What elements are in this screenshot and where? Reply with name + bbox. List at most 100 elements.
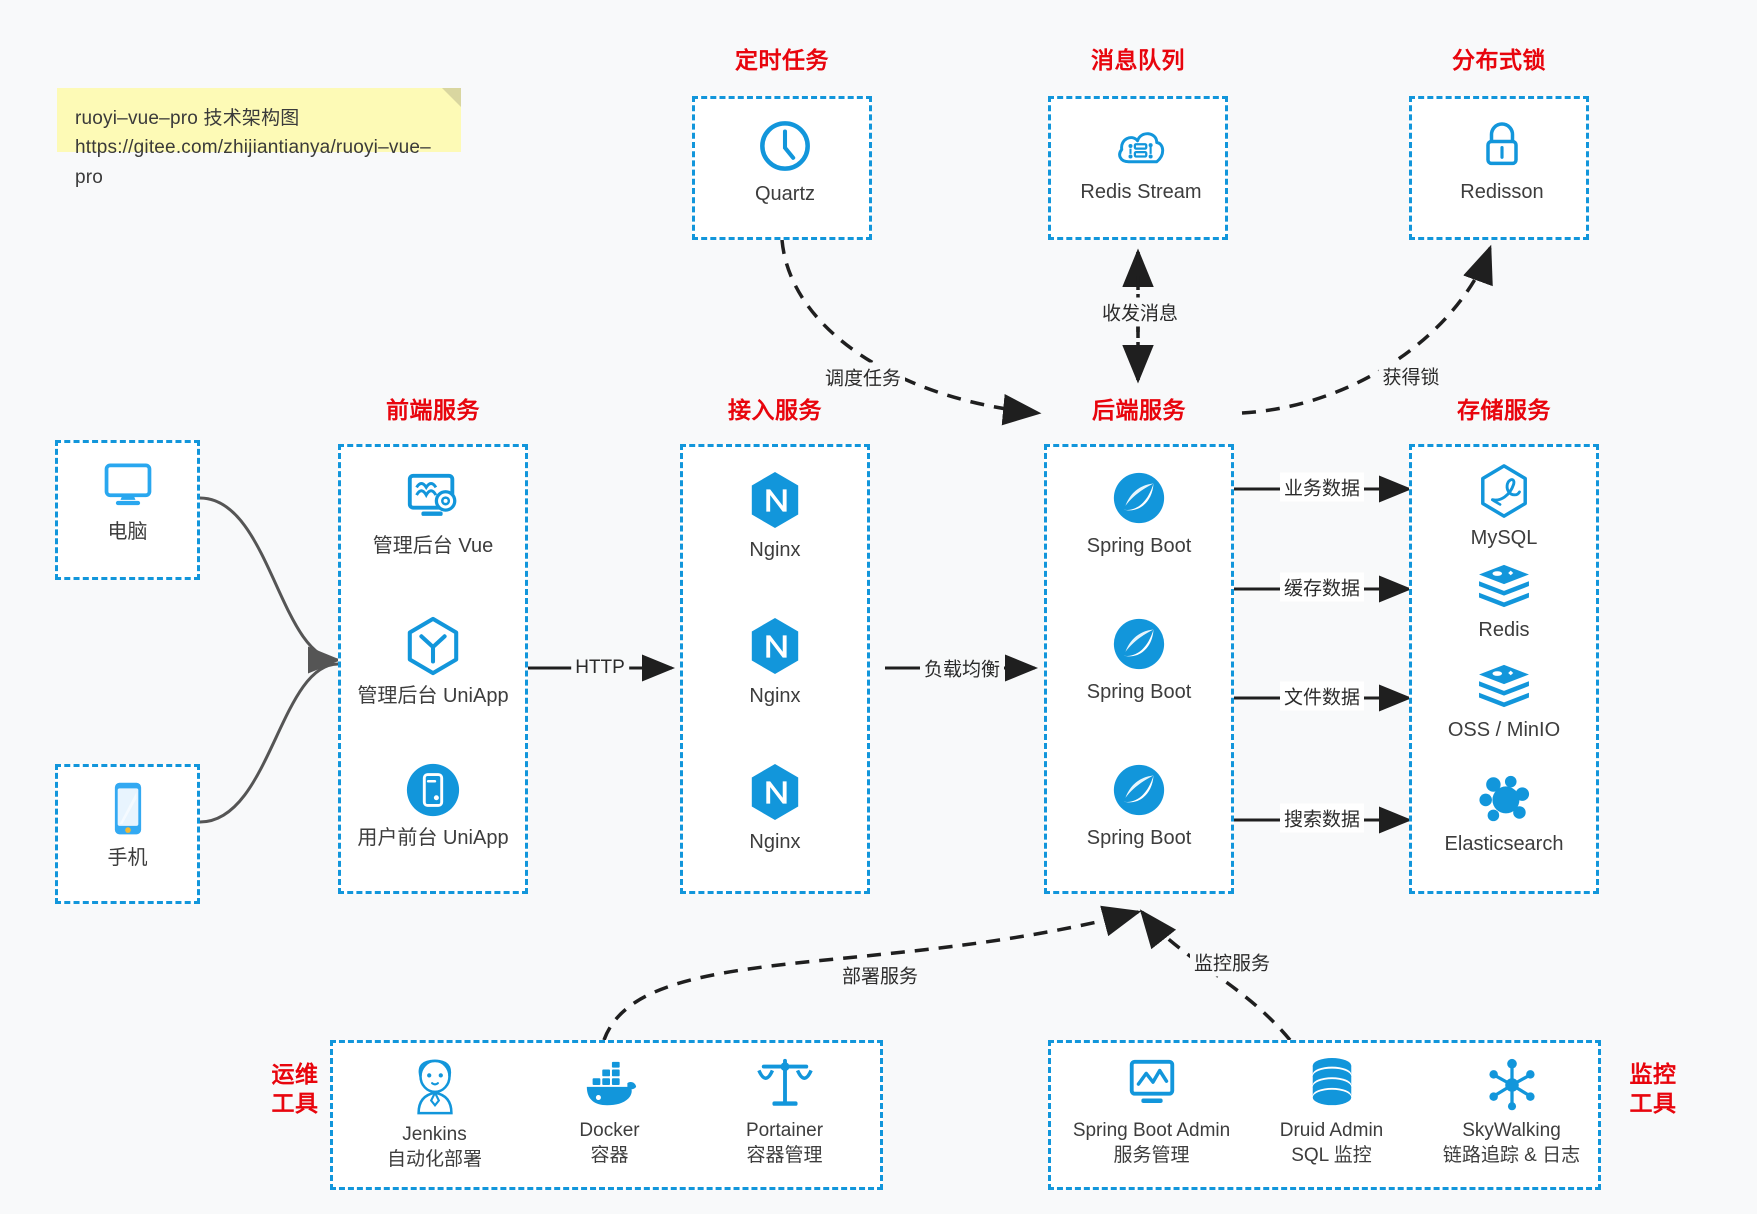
spring-boot-icon <box>1113 618 1165 670</box>
node-desc: 容器 <box>590 1144 629 1166</box>
node-spring-boot-1[interactable]: Spring Boot <box>1047 469 1231 559</box>
clock-icon <box>760 121 810 171</box>
node-label: Nginx <box>749 831 801 853</box>
node-spring-boot-2[interactable]: Spring Boot <box>1047 615 1231 705</box>
object-storage-icon <box>1479 664 1529 708</box>
node-redisson[interactable]: Redisson <box>1412 117 1592 205</box>
node-label: Nginx <box>749 685 801 707</box>
group-title-backend: 后端服务 <box>1092 397 1186 423</box>
node-desc: 链路追踪 & 日志 <box>1442 1144 1581 1166</box>
node-label: Redis <box>1478 619 1530 641</box>
node-admin-vue[interactable]: 管理后台 Vue <box>341 469 525 559</box>
node-portainer[interactable]: Portainer 容器管理 <box>697 1055 872 1168</box>
node-title: Druid Admin <box>1279 1120 1384 1141</box>
edge-label-business-data: 业务数据 <box>1279 472 1365 502</box>
monitor-chart-icon <box>1129 1059 1174 1103</box>
node-elasticsearch[interactable]: Elasticsearch <box>1412 771 1596 857</box>
desktop-computer-icon <box>104 463 151 506</box>
spring-boot-icon <box>1113 764 1165 816</box>
diagram-note: ruoyi–vue–pro 技术架构图 https://gitee.com/zh… <box>57 88 461 188</box>
node-title: Portainer <box>745 1120 824 1141</box>
node-jenkins[interactable]: Jenkins 自动化部署 <box>347 1057 522 1172</box>
node-nginx-2[interactable]: Nginx <box>683 615 867 709</box>
node-spring-boot-3[interactable]: Spring Boot <box>1047 761 1231 851</box>
edge-label-search-data: 搜索数据 <box>1279 803 1365 833</box>
group-box-frontend: 管理后台 Vue 管理后台 UniApp 用户前台 UniApp <box>338 444 528 894</box>
node-label: 用户前台 UniApp <box>357 827 509 849</box>
node-label: 手机 <box>107 847 148 869</box>
mobile-phone-icon <box>114 782 141 835</box>
group-title-gateway: 接入服务 <box>728 397 822 423</box>
group-title-lock: 分布式锁 <box>1452 47 1546 73</box>
group-title-mq: 消息队列 <box>1091 47 1185 73</box>
node-label: 电脑 <box>107 521 148 543</box>
node-mysql[interactable]: MySQL <box>1412 463 1596 551</box>
node-quartz[interactable]: Quartz <box>695 117 875 207</box>
group-box-scheduler: Quartz <box>692 96 872 240</box>
edge-label-deploy-service: 部署服务 <box>837 960 923 990</box>
group-box-backend: Spring Boot Spring Boot Spring Boot <box>1044 444 1234 894</box>
node-phone[interactable]: 手机 <box>58 779 197 871</box>
node-oss-minio[interactable]: OSS / MinIO <box>1412 663 1596 743</box>
group-title-devops: 运维 工具 <box>271 1061 319 1116</box>
edge-label-http: HTTP <box>571 656 629 680</box>
group-box-storage: MySQL Redis OSS / MinIO <box>1409 444 1599 894</box>
node-title: Docker <box>579 1120 640 1141</box>
edge-label-cache-data: 缓存数据 <box>1279 572 1365 602</box>
scales-balance-icon <box>756 1058 813 1106</box>
node-computer[interactable]: 电脑 <box>58 457 197 545</box>
elasticsearch-icon <box>1479 775 1530 822</box>
note-title: ruoyi–vue–pro 技术架构图 <box>75 108 300 129</box>
node-label: MySQL <box>1470 527 1538 549</box>
node-nginx-3[interactable]: Nginx <box>683 761 867 855</box>
group-title-storage: 存储服务 <box>1457 397 1551 423</box>
docker-icon <box>586 1061 636 1106</box>
group-box-mq: Redis Stream <box>1048 96 1228 240</box>
node-title: Jenkins <box>402 1124 467 1145</box>
node-label: Redisson <box>1460 181 1544 203</box>
padlock-icon <box>1486 122 1518 166</box>
node-label: Elasticsearch <box>1444 833 1564 855</box>
node-label: Quartz <box>754 183 816 205</box>
node-title: Spring Boot Admin <box>1072 1120 1231 1141</box>
node-docker[interactable]: Docker 容器 <box>522 1057 697 1168</box>
dashboard-monitor-icon <box>407 473 457 516</box>
node-label: Nginx <box>749 539 801 561</box>
node-label: Redis Stream <box>1080 181 1202 203</box>
node-label: Spring Boot <box>1086 681 1192 703</box>
node-desc: 自动化部署 <box>386 1148 482 1170</box>
node-label: 管理后台 UniApp <box>357 685 509 707</box>
client-box-phone: 手机 <box>55 764 200 904</box>
node-desc: 服务管理 <box>1113 1144 1190 1166</box>
node-druid-admin[interactable]: Druid Admin SQL 监控 <box>1244 1055 1419 1168</box>
redis-icon <box>1479 564 1529 608</box>
spring-boot-icon <box>1113 472 1165 524</box>
uniapp-hexagon-icon <box>407 616 459 676</box>
nginx-icon <box>751 617 799 675</box>
edge-label-monitor-service: 监控服务 <box>1189 947 1275 977</box>
client-box-computer: 电脑 <box>55 440 200 580</box>
skywalking-node-icon <box>1488 1058 1535 1111</box>
node-title: SkyWalking <box>1462 1120 1561 1141</box>
group-title-frontend: 前端服务 <box>386 397 480 423</box>
node-nginx-1[interactable]: Nginx <box>683 469 867 563</box>
mobile-app-circle-icon <box>406 763 460 817</box>
group-box-lock: Redisson <box>1409 96 1589 240</box>
node-label: Spring Boot <box>1086 535 1192 557</box>
database-stack-icon <box>1312 1058 1351 1106</box>
node-skywalking[interactable]: SkyWalking 链路追踪 & 日志 <box>1419 1057 1604 1168</box>
cloud-stream-icon <box>1118 132 1165 164</box>
group-title-monitor: 监控 工具 <box>1629 1061 1677 1116</box>
nginx-icon <box>751 763 799 821</box>
node-redis[interactable]: Redis <box>1412 563 1596 643</box>
node-user-uniapp[interactable]: 用户前台 UniApp <box>341 761 525 851</box>
node-admin-uniapp[interactable]: 管理后台 UniApp <box>341 615 525 709</box>
node-spring-boot-admin[interactable]: Spring Boot Admin 服务管理 <box>1059 1057 1244 1168</box>
group-title-scheduler: 定时任务 <box>735 47 829 73</box>
note-url: https://gitee.com/zhijiantianya/ruoyi–vu… <box>75 137 431 188</box>
group-box-devops: Jenkins 自动化部署 Docker 容器 <box>330 1040 883 1190</box>
node-redis-stream[interactable]: Redis Stream <box>1051 119 1231 205</box>
jenkins-icon <box>416 1059 453 1115</box>
edge-label-load-balance: 负载均衡 <box>919 653 1005 683</box>
node-label: 管理后台 Vue <box>372 535 494 557</box>
